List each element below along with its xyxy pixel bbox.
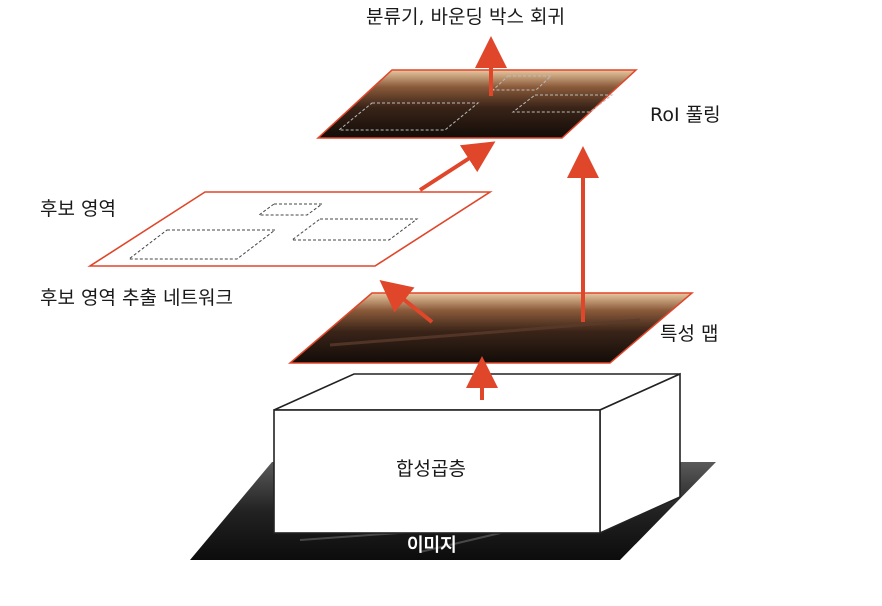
arrow-feature-to-rpn [379,280,434,324]
proposal-box-3 [290,218,419,241]
rpn-label: 후보 영역 추출 네트워크 [40,287,233,309]
proposal-box-2 [127,229,277,260]
proposals-plane [87,191,493,267]
conv-layers-box [273,372,681,535]
arrow-proposals-to-roi [418,141,496,192]
roi-pooling-label: RoI 풀링 [650,104,721,126]
proposal-box-1 [257,203,324,216]
feature-map-label: 특성 맵 [660,323,719,345]
arrows [379,36,599,400]
output-label: 분류기, 바운딩 박스 회귀 [366,6,565,28]
roi-pooling-plane [316,69,638,139]
image-label: 이미지 [407,535,457,556]
proposals-label: 후보 영역 [40,198,116,220]
feature-map-plane [287,292,695,364]
conv-layers-label: 합성곱층 [396,458,466,480]
